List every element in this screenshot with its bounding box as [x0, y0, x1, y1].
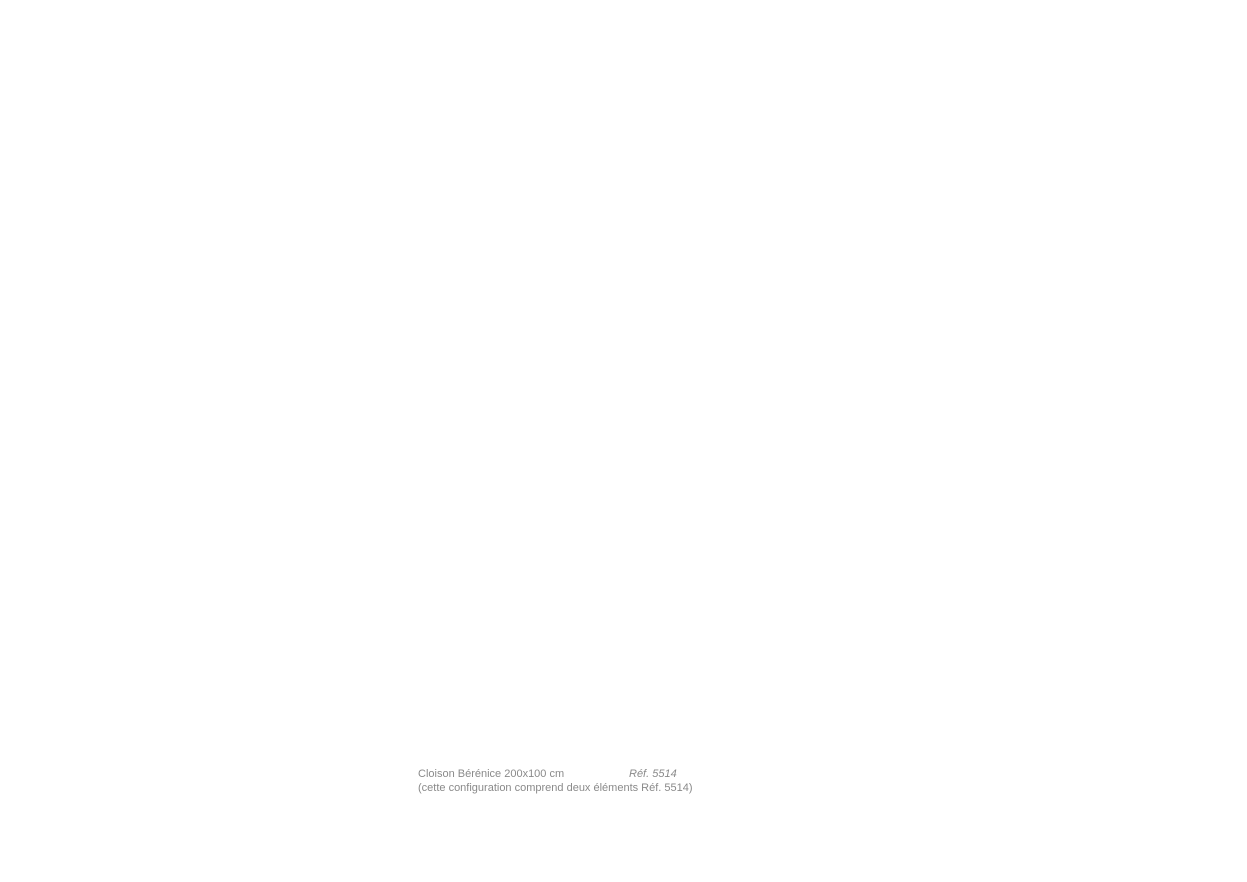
caption-title-line: Cloison Bérénice 200x100 cm Réf. 5514	[418, 767, 718, 781]
configuration-note: (cette configuration comprend deux éléme…	[418, 782, 693, 794]
product-reference: Réf. 5514	[629, 768, 677, 780]
product-caption: Cloison Bérénice 200x100 cm Réf. 5514 (c…	[418, 767, 718, 795]
product-name: Cloison Bérénice 200x100 cm	[418, 768, 565, 780]
caption-note-line: (cette configuration comprend deux éléme…	[418, 781, 718, 795]
